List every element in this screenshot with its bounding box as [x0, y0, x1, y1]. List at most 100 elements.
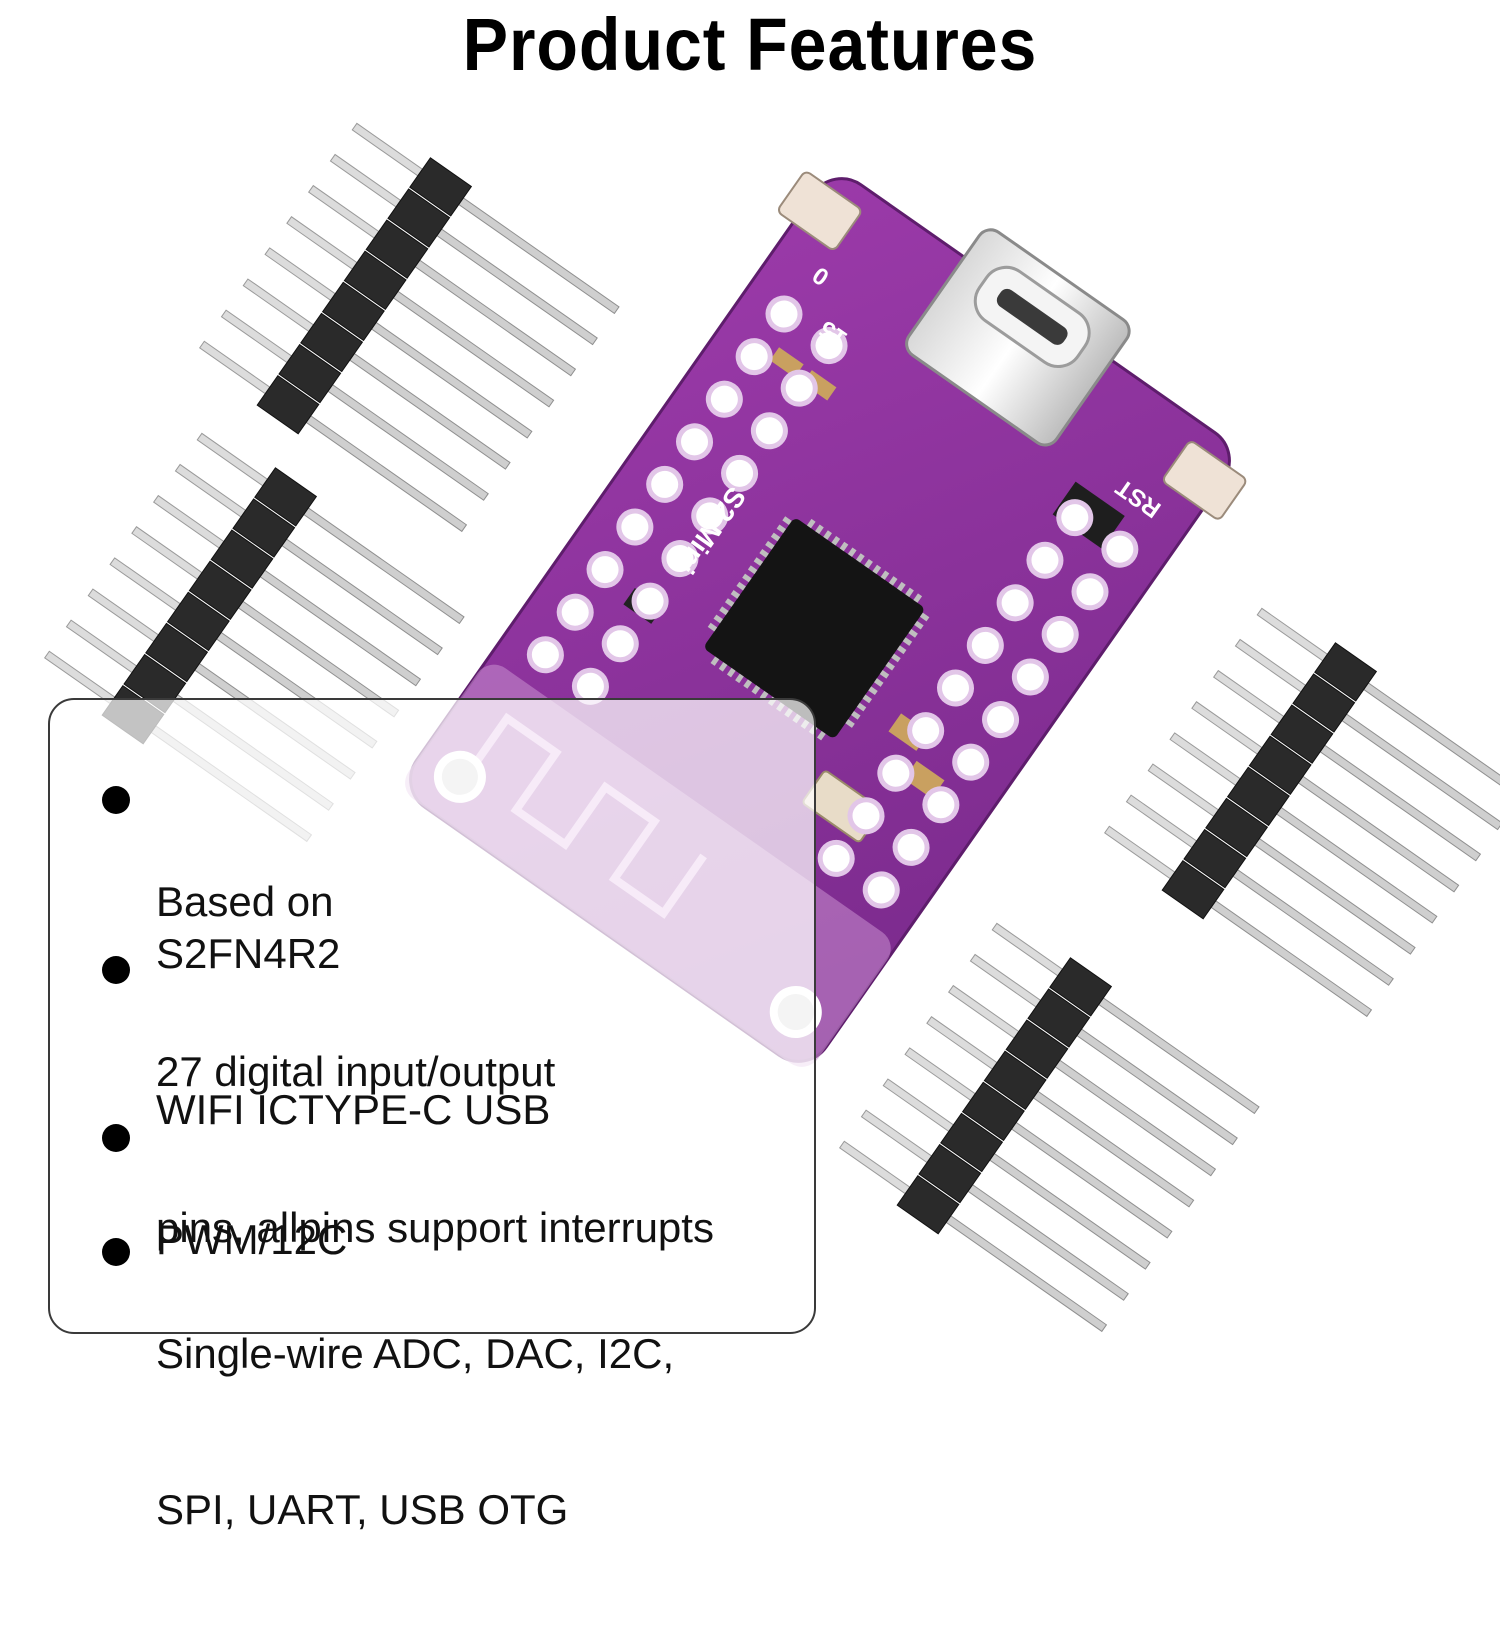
reset-button-icon	[1162, 441, 1247, 520]
header-block-icon	[940, 1112, 1004, 1173]
header-block-icon	[918, 1143, 982, 1204]
header-pin-icon	[1256, 607, 1329, 662]
header-pin-icon	[1125, 794, 1198, 849]
header-block-icon	[1292, 673, 1356, 733]
header-pin-icon	[1169, 732, 1241, 787]
header-pin-icon	[305, 415, 468, 533]
header-block-icon	[961, 1081, 1025, 1142]
bullet-icon	[102, 1124, 130, 1152]
header-block-icon	[1183, 828, 1247, 889]
chip-pin-icon	[806, 518, 816, 529]
header-pin-icon	[1076, 1028, 1238, 1146]
pin-hole-icon	[631, 582, 669, 620]
header-block-icon	[145, 622, 209, 683]
feature-text: Single-wire ADC, DAC, I2C,	[156, 1330, 675, 1377]
pin-hole-icon	[676, 423, 714, 461]
header-pin-icon	[349, 352, 511, 470]
header-pin-icon	[1210, 900, 1373, 1018]
header-block-icon	[1049, 957, 1113, 1017]
header-block-icon	[1248, 735, 1312, 796]
pin-hole-icon	[847, 797, 885, 835]
feature-text: pins, allpins support interrupts	[156, 1204, 714, 1251]
pin-hole-icon	[936, 669, 974, 707]
chip-pin-icon	[847, 547, 857, 557]
pin-hole-icon	[877, 754, 915, 792]
pin-hole-icon	[780, 369, 818, 407]
header-pin-icon	[199, 340, 271, 395]
feature-text: PWM/12C	[156, 1216, 348, 1263]
header-pin-icon	[1212, 669, 1285, 724]
pin-hole-icon	[556, 593, 594, 631]
pin-hole-icon	[1101, 530, 1139, 568]
header-pin-icon	[1232, 869, 1394, 986]
chip-pin-icon	[874, 678, 884, 687]
header-block-icon	[321, 281, 385, 342]
page-title: Product Features	[462, 3, 1038, 86]
header-pin-icon	[904, 1047, 976, 1102]
header-block-icon	[254, 467, 318, 527]
chip-pin-icon	[765, 540, 775, 550]
header-pin-icon	[327, 384, 489, 501]
pin-hole-icon	[1041, 615, 1079, 653]
feature-text: SPI, UART, USB OTG	[156, 1486, 569, 1533]
header-block-icon	[1027, 988, 1091, 1048]
header-block-icon	[387, 188, 451, 248]
header-pin-icon	[967, 1184, 1129, 1301]
header-pin-icon	[152, 494, 225, 549]
pin-hole-icon	[996, 584, 1034, 622]
header-pin-icon	[860, 1109, 933, 1164]
header-pin-icon	[242, 278, 315, 333]
chip-pin-icon	[710, 656, 720, 666]
header-pin-icon	[196, 432, 269, 487]
chip-pin-icon	[885, 661, 895, 671]
chip-pin-icon	[864, 558, 873, 569]
header-pin-icon	[351, 122, 424, 177]
header-pin-icon	[392, 290, 555, 408]
bullet-icon	[102, 786, 130, 814]
chip-pin-icon	[897, 645, 907, 655]
chip-pin-icon	[743, 679, 752, 689]
chip-pin-icon	[851, 710, 861, 720]
header-block-icon	[300, 312, 364, 373]
chip-pin-icon	[913, 593, 923, 603]
header-pin-icon	[1147, 763, 1220, 818]
pin-hole-icon	[1056, 499, 1094, 537]
feature-text: Based on	[156, 878, 334, 925]
boot-button-icon	[777, 171, 862, 250]
pin-header-upper-left	[199, 122, 620, 533]
pin-hole-icon	[721, 454, 759, 492]
pin-hole-icon	[586, 551, 624, 589]
pin-hole-icon	[862, 871, 900, 909]
header-pin-icon	[839, 1140, 911, 1195]
chip-pin-icon	[718, 662, 728, 672]
header-pin-icon	[109, 557, 181, 612]
chip-pin-icon	[856, 702, 867, 712]
header-block-icon	[896, 1174, 960, 1235]
header-pin-icon	[1319, 744, 1482, 862]
header-pin-icon	[436, 228, 598, 346]
header-pin-icon	[458, 197, 620, 315]
header-pin-icon	[1254, 837, 1416, 955]
header-pin-icon	[220, 309, 293, 364]
chip-pin-icon	[759, 549, 769, 558]
pin-hole-icon	[691, 497, 729, 535]
chip-pin-icon	[751, 685, 761, 695]
chip-pin-icon	[730, 590, 741, 599]
header-pin-icon	[1275, 806, 1438, 924]
pin-hole-icon	[601, 625, 639, 663]
mcu-chip-icon	[705, 519, 924, 738]
chip-pin-icon	[839, 541, 849, 552]
pin-hole-icon	[735, 338, 773, 376]
pin-hole-icon	[817, 839, 855, 877]
chip-pin-icon	[831, 536, 841, 546]
header-block-icon	[1270, 704, 1334, 764]
header-pin-icon	[1098, 997, 1260, 1115]
bullet-icon	[102, 1238, 130, 1266]
header-pin-icon	[174, 463, 247, 518]
header-pin-icon	[131, 526, 203, 580]
chip-pin-icon	[759, 690, 769, 701]
chip-pin-icon	[735, 673, 744, 684]
header-block-icon	[1005, 1019, 1069, 1079]
pin-hole-icon	[1011, 658, 1049, 696]
header-pin-icon	[65, 619, 138, 674]
